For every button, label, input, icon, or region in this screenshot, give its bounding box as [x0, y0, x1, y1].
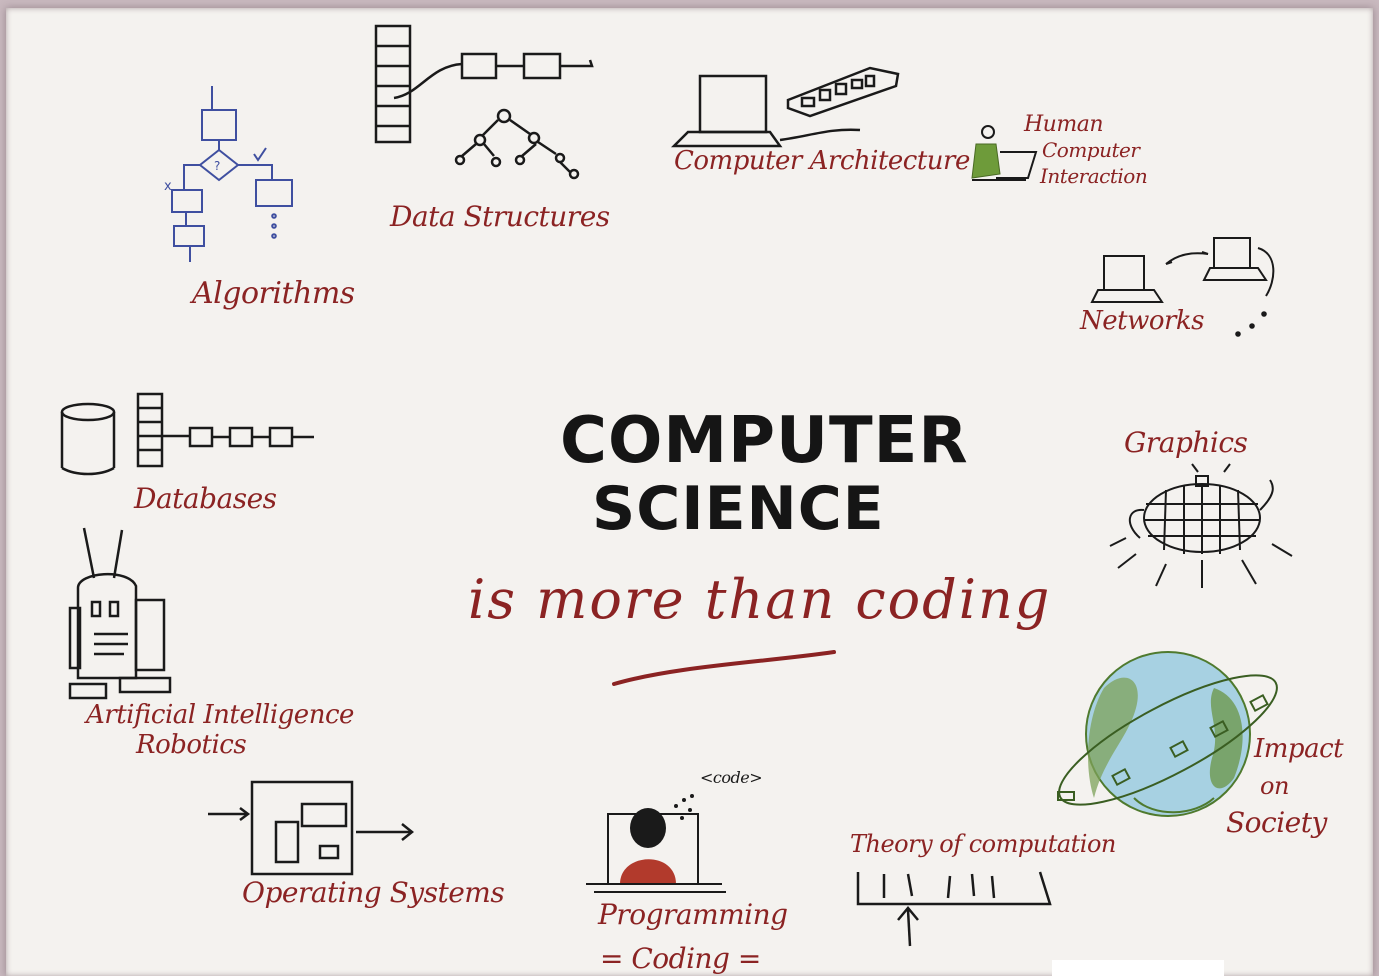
coding-label: = Coding = — [600, 942, 761, 975]
algorithms-flowchart-icon: ? x — [156, 86, 296, 275]
databases-icon — [56, 390, 326, 484]
programming-label: Programming — [598, 898, 788, 931]
impact-label-line2: on — [1260, 772, 1289, 800]
graphics-label: Graphics — [1124, 426, 1248, 459]
corner-tab — [1052, 960, 1224, 976]
algorithms-label: Algorithms — [192, 276, 355, 311]
title-line-computer: COMPUTER — [560, 404, 969, 478]
ai-label-line1: Artificial Intelligence — [86, 700, 354, 730]
subtitle-underline — [606, 644, 846, 698]
operating-systems-label: Operating Systems — [242, 876, 505, 909]
hci-label-line2: Computer — [1042, 138, 1140, 162]
globe-satellite-icon — [1044, 648, 1284, 832]
svg-text:?: ? — [214, 159, 220, 173]
title-line-science: SCIENCE — [592, 474, 885, 544]
computer-architecture-label: Computer Architecture — [674, 146, 970, 176]
impact-label-line3: Society — [1226, 806, 1327, 839]
robot-icon — [64, 527, 184, 712]
ai-label-line2: Robotics — [136, 730, 247, 760]
networks-label: Networks — [1080, 306, 1205, 336]
data-structures-label: Data Structures — [390, 200, 610, 233]
hci-person-laptop-icon — [966, 122, 1046, 196]
subtitle: is more than coding — [468, 568, 1052, 631]
theory-label: Theory of computation — [850, 830, 1116, 858]
operating-systems-icon — [206, 778, 426, 892]
networks-icon — [1086, 234, 1286, 348]
databases-label: Databases — [134, 482, 277, 515]
sketchnote-canvas: COMPUTER SCIENCE is more than coding ? x… — [6, 8, 1373, 976]
svg-text:x: x — [164, 179, 172, 194]
computer-architecture-icon — [670, 64, 910, 158]
turing-tape-icon — [854, 862, 1054, 956]
hci-label-line3: Interaction — [1040, 164, 1148, 188]
impact-label-line1: Impact — [1254, 734, 1344, 764]
code-tag-label: <code> — [700, 768, 763, 787]
hci-label-line1: Human — [1024, 112, 1104, 137]
programmer-icon — [580, 788, 740, 902]
graphics-teapot-icon — [1106, 463, 1306, 598]
data-structures-icon — [370, 22, 600, 186]
